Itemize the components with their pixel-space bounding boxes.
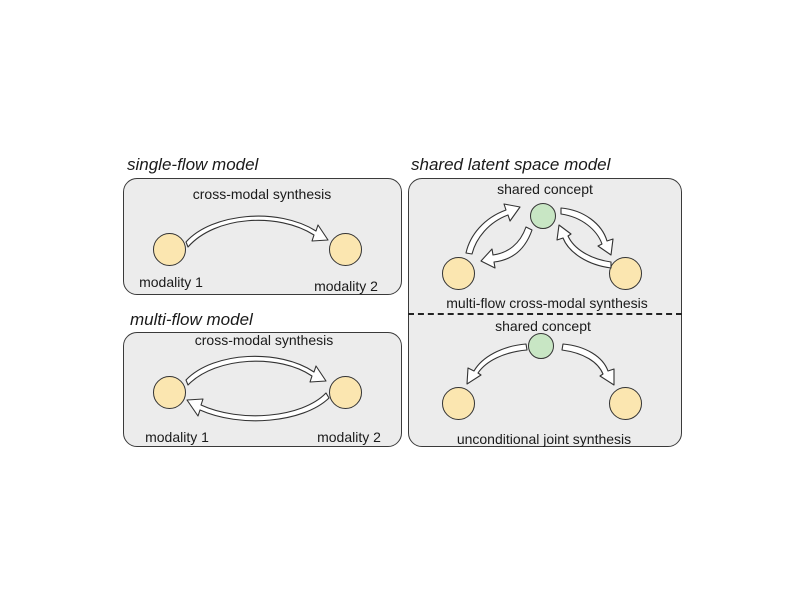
top-shared-concept-node bbox=[530, 203, 556, 229]
multi-flow-modality-1-label: modality 1 bbox=[145, 429, 209, 445]
single-flow-title: single-flow model bbox=[127, 155, 259, 174]
top-modality-right-node bbox=[609, 257, 642, 290]
bottom-arrow-left-down bbox=[466, 343, 528, 385]
bottom-shared-concept-node bbox=[528, 333, 554, 359]
top-arrow-right-up bbox=[556, 224, 612, 269]
bottom-shared-concept-label: shared concept bbox=[495, 318, 591, 334]
single-flow-modality-1-node bbox=[153, 233, 186, 266]
multi-flow-title: multi-flow model bbox=[130, 310, 253, 329]
multi-flow-backward-arrow bbox=[186, 392, 330, 422]
multi-flow-synthesis-label: cross-modal synthesis bbox=[194, 332, 334, 348]
single-flow-modality-2-node bbox=[329, 233, 362, 266]
bottom-arrow-right-down bbox=[561, 343, 615, 386]
bottom-modality-left-node bbox=[442, 387, 475, 420]
single-flow-modality-2-label: modality 2 bbox=[314, 278, 378, 294]
single-flow-synthesis-label: cross-modal synthesis bbox=[192, 186, 332, 202]
top-arrow-right-down bbox=[560, 207, 614, 256]
single-flow-arrow bbox=[185, 215, 329, 248]
top-arrow-left-down bbox=[480, 226, 533, 269]
multi-flow-modality-1-node bbox=[153, 376, 186, 409]
dashed-divider bbox=[408, 313, 682, 315]
top-shared-concept-label: shared concept bbox=[497, 181, 593, 197]
shared-latent-title: shared latent space model bbox=[411, 155, 611, 174]
top-arrow-left-up bbox=[465, 203, 521, 255]
single-flow-modality-1-label: modality 1 bbox=[139, 274, 203, 290]
multi-flow-modality-2-node bbox=[329, 376, 362, 409]
bottom-modality-right-node bbox=[609, 387, 642, 420]
top-synthesis-label: multi-flow cross-modal synthesis bbox=[446, 295, 648, 311]
bottom-synthesis-label: unconditional joint synthesis bbox=[456, 431, 632, 447]
top-modality-left-node bbox=[442, 257, 475, 290]
multi-flow-modality-2-label: modality 2 bbox=[317, 429, 381, 445]
multi-flow-forward-arrow bbox=[185, 355, 327, 386]
